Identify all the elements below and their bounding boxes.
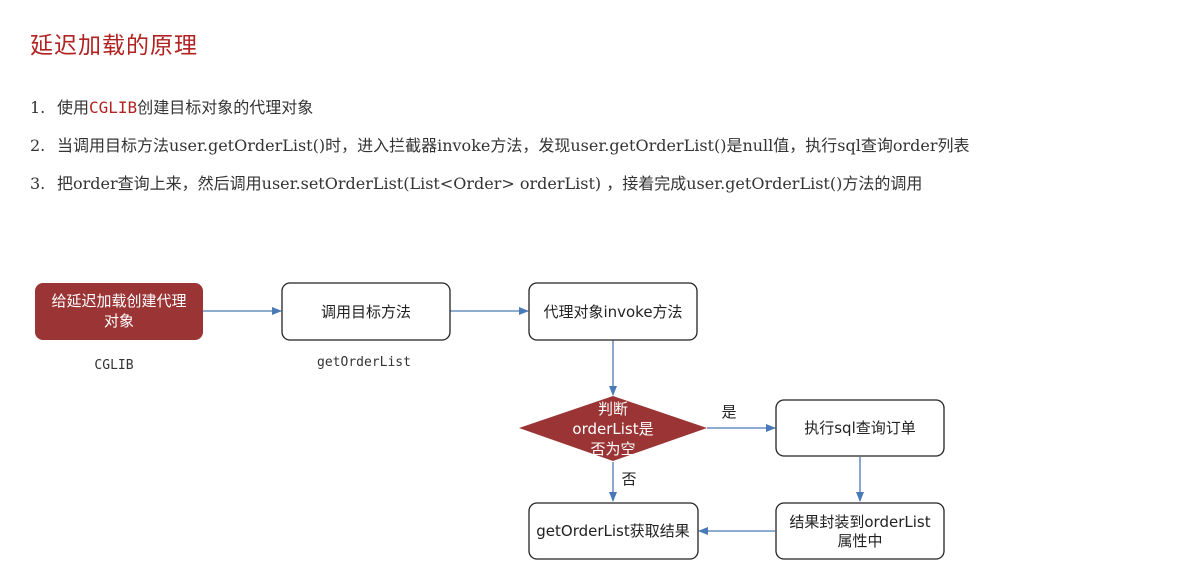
node-create-proxy: 给延迟加载创建代理 对象 [35, 283, 203, 340]
caption-cglib: CGLIB [94, 358, 133, 373]
caption-getorderlist: getOrderList [317, 355, 411, 370]
step-number: 1. [30, 98, 46, 117]
step-number: 2. [30, 136, 46, 155]
node-create-proxy-line2: 对象 [104, 312, 134, 330]
node-wrap: 结果封装到orderList 属性中 [775, 502, 945, 560]
page-title: 延迟加载的原理 [30, 33, 198, 59]
node-call-method: 调用目标方法 [281, 282, 451, 341]
node-wrap-line1: 结果封装到orderList [789, 513, 930, 531]
node-decision-line2: orderList是 [572, 420, 653, 438]
step-text-post: 创建目标对象的代理对象 [137, 98, 314, 117]
node-sql: 执行sql查询订单 [775, 399, 945, 457]
label-yes: 是 [721, 403, 736, 421]
step-text: 把order查询上来，然后调用user.setOrderList(List<Or… [57, 174, 923, 193]
node-decision-line3: 否为空 [590, 440, 635, 458]
node-invoke-label: 代理对象invoke方法 [543, 303, 682, 321]
step-item-1: 1. 使用CGLIB创建目标对象的代理对象 [30, 96, 970, 134]
node-decision-line1: 判断 [598, 400, 628, 418]
node-create-proxy-line1: 给延迟加载创建代理 [51, 292, 186, 310]
step-text-pre: 使用 [57, 98, 90, 117]
step-item-2: 2. 当调用目标方法user.getOrderList()时，进入拦截器invok… [30, 134, 970, 172]
node-invoke: 代理对象invoke方法 [528, 282, 698, 341]
node-result: getOrderList获取结果 [528, 502, 699, 560]
node-decision: 判断 orderList是 否为空 [519, 396, 707, 461]
step-code: CGLIB [89, 98, 138, 117]
node-wrap-line2: 属性中 [837, 532, 882, 550]
label-no: 否 [621, 470, 636, 488]
step-number: 3. [30, 174, 46, 193]
steps-list: 1. 使用CGLIB创建目标对象的代理对象 2. 当调用目标方法user.getOr… [30, 96, 970, 210]
step-item-3: 3. 把order查询上来，然后调用user.setOrderList(List<… [30, 172, 970, 210]
node-sql-label: 执行sql查询订单 [804, 419, 916, 437]
step-text: 当调用目标方法user.getOrderList()时，进入拦截器invoke方… [57, 136, 970, 155]
node-result-label: getOrderList获取结果 [536, 522, 689, 540]
node-call-method-label: 调用目标方法 [321, 303, 411, 321]
